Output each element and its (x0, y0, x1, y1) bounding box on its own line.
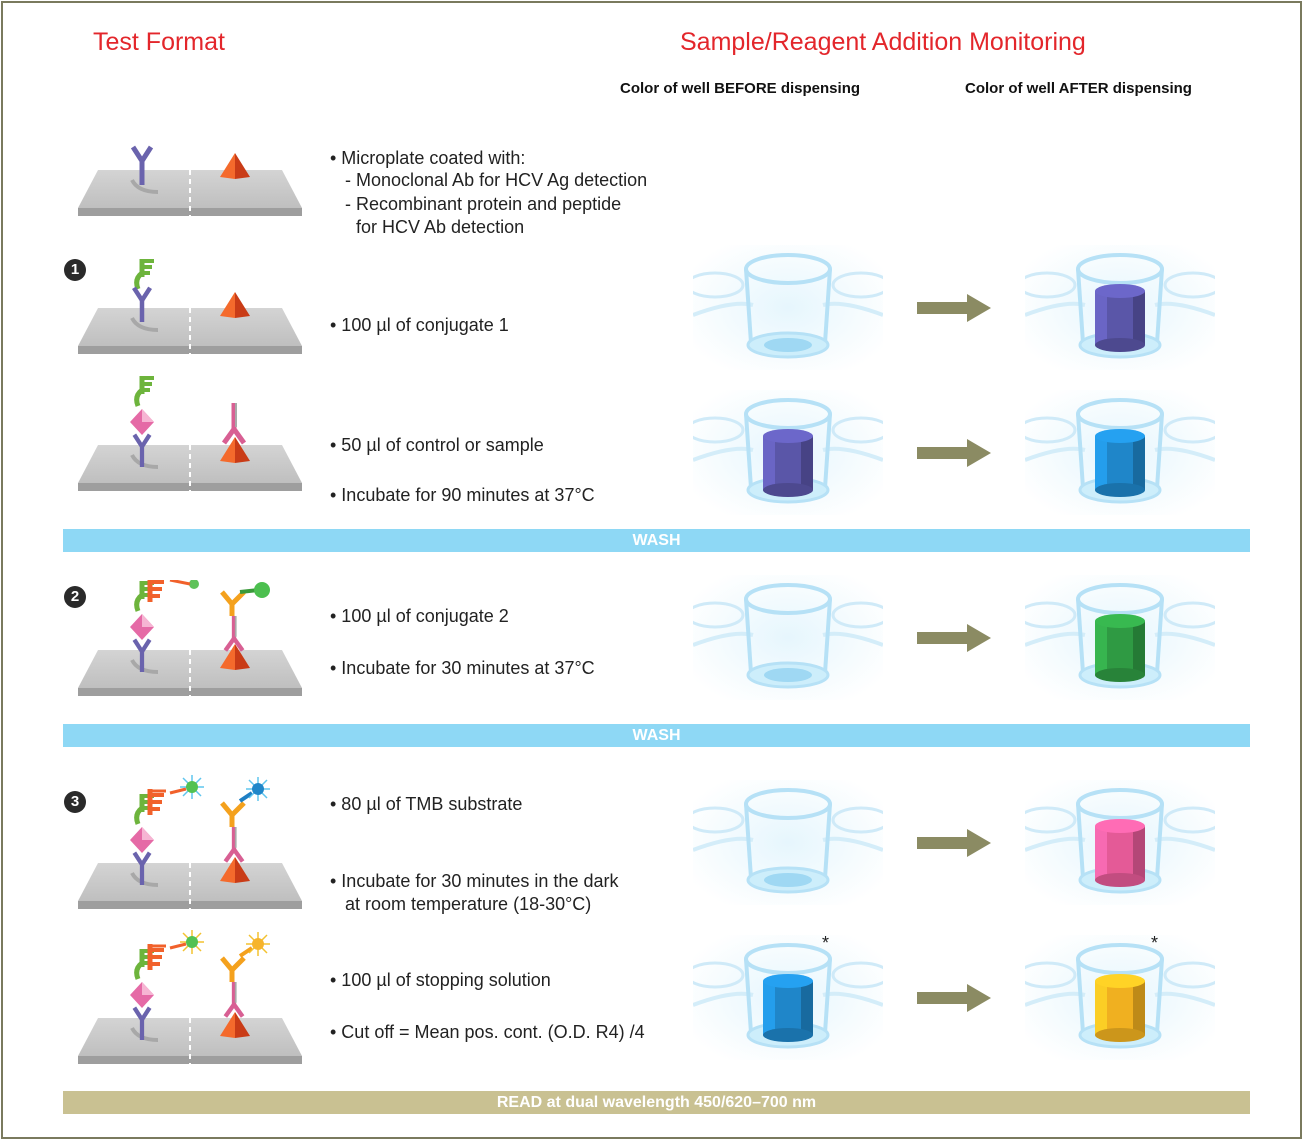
step-3b-diagram (76, 930, 304, 1066)
step-3-number: 3 (64, 791, 86, 813)
step-3-incubate-line-2: at room temperature (18-30°C) (345, 894, 592, 914)
after-column-header: Color of well AFTER dispensing (965, 80, 1192, 97)
well-after-conjugate-1 (1025, 245, 1215, 370)
monitoring-title: Sample/Reagent Addition Monitoring (680, 28, 1086, 56)
well-after-substrate (1025, 780, 1215, 905)
step-2-conjugate: • 100 µl of conjugate 2 (330, 606, 509, 626)
step-1-number: 1 (64, 259, 86, 281)
well-before-conjugate-1 (693, 245, 883, 370)
step-3a-diagram (76, 775, 304, 911)
well-before-conjugate-2 (693, 575, 883, 700)
coating-line-4: for HCV Ab detection (356, 217, 525, 237)
coating-diagram (76, 145, 304, 218)
coating-line-1: • Microplate coated with: (330, 148, 526, 168)
step-3-substrate: • 80 µl of TMB substrate (330, 794, 523, 814)
well-after-sample (1025, 390, 1215, 515)
well-after-stopping (1025, 935, 1215, 1060)
arrow-sample (917, 439, 991, 467)
step-3-stopping: • 100 µl of stopping solution (330, 970, 551, 990)
wash-bar-1: WASH (63, 529, 1250, 552)
arrow-conjugate-1 (917, 294, 991, 322)
step-2-diagram (76, 580, 304, 698)
arrow-conjugate-2 (917, 624, 991, 652)
step-1-sample: • 50 µl of control or sample (330, 435, 544, 455)
before-column-header: Color of well BEFORE dispensing (620, 80, 861, 97)
coating-line-3: - Recombinant protein and peptide (345, 194, 622, 214)
arrow-substrate (917, 829, 991, 857)
asterisk-before: * (822, 933, 830, 953)
well-before-stopping (693, 935, 883, 1060)
step-1b-diagram (76, 375, 304, 493)
step-3-incubate-line-1: • Incubate for 30 minutes in the dark (330, 871, 619, 891)
step-3-cutoff: • Cut off = Mean pos. cont. (O.D. R4) /4 (330, 1022, 645, 1042)
wash-bar-2: WASH (63, 724, 1250, 747)
test-format-title: Test Format (93, 28, 225, 56)
step-2-number: 2 (64, 586, 86, 608)
well-after-conjugate-2 (1025, 575, 1215, 700)
well-before-substrate (693, 780, 883, 905)
read-bar: READ at dual wavelength 450/620–700 nm (63, 1091, 1250, 1114)
arrow-stopping (917, 984, 991, 1012)
asterisk-after: * (1151, 933, 1159, 953)
step-2-incubate: • Incubate for 30 minutes at 37°C (330, 658, 595, 678)
step-1a-diagram (76, 258, 304, 356)
step-1-incubate: • Incubate for 90 minutes at 37°C (330, 485, 595, 505)
well-before-sample (693, 390, 883, 515)
step-1-conjugate: • 100 µl of conjugate 1 (330, 315, 509, 335)
coating-line-2: - Monoclonal Ab for HCV Ag detection (345, 170, 648, 190)
